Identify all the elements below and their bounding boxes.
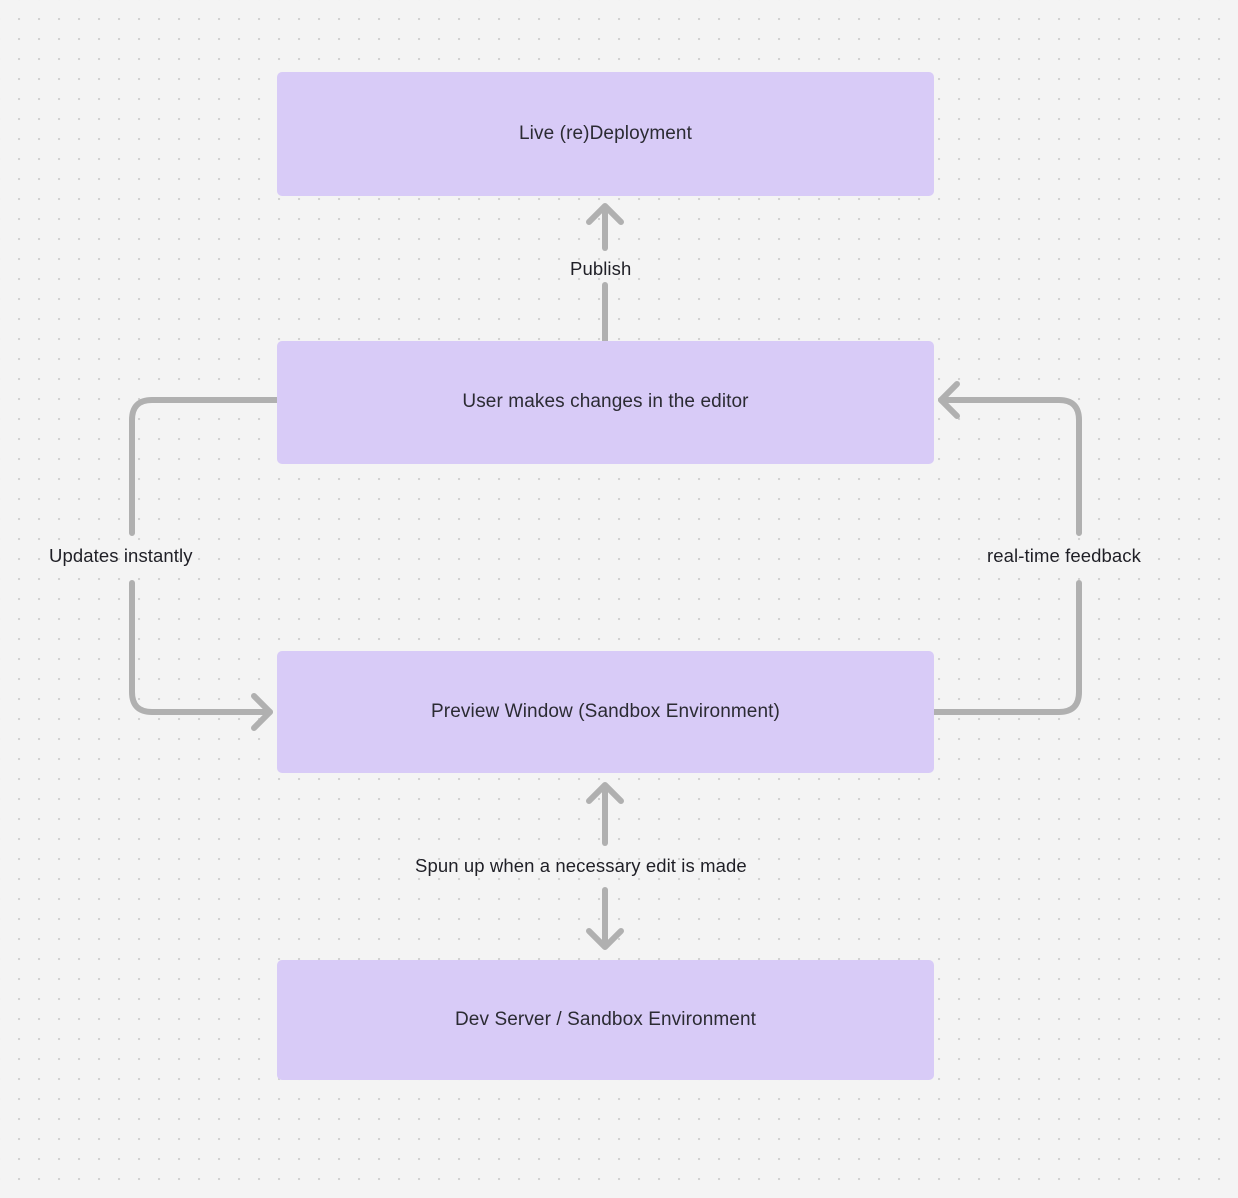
node-label: Preview Window (Sandbox Environment)	[431, 700, 780, 722]
node-live-redeployment[interactable]: Live (re)Deployment	[277, 72, 934, 196]
node-label: Dev Server / Sandbox Environment	[454, 1008, 756, 1030]
node-user-makes-changes[interactable]: User makes changes in the editor	[277, 341, 934, 464]
edge-label-publish: Publish	[570, 258, 632, 279]
node-label: Live (re)Deployment	[519, 122, 692, 144]
edge-label-updates-instantly: Updates instantly	[49, 545, 193, 566]
edge-label-spun-up: Spun up when a necessary edit is made	[415, 855, 747, 876]
edge-label-real-time-feedback: real-time feedback	[987, 545, 1141, 566]
node-dev-server[interactable]: Dev Server / Sandbox Environment	[277, 960, 934, 1080]
node-label: User makes changes in the editor	[462, 391, 749, 413]
node-preview-window[interactable]: Preview Window (Sandbox Environment)	[277, 651, 934, 773]
